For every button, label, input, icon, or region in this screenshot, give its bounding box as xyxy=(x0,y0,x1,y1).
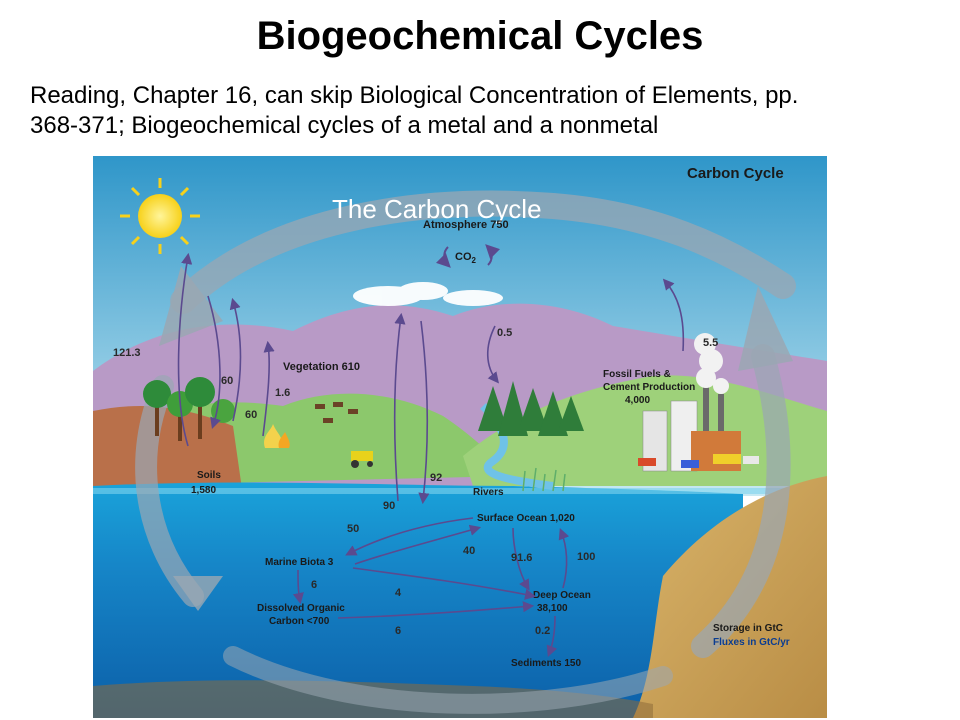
cycle-arrow-top xyxy=(170,190,796,314)
cows xyxy=(315,402,358,423)
cloud xyxy=(353,282,503,306)
flux-arrow-deep-to-surface xyxy=(558,528,570,589)
flux-arrow-ocean-down xyxy=(418,320,430,505)
flux-label: 6 xyxy=(311,579,317,591)
flux-arrow-landuse xyxy=(262,340,275,437)
legend-storage: Storage in GtC xyxy=(713,623,783,634)
atmosphere-label: Atmosphere 750 xyxy=(423,219,509,231)
flux-label: 1.6 xyxy=(275,387,290,399)
flux-label: 40 xyxy=(463,545,475,557)
fossil-label-line1: Fossil Fuels & xyxy=(603,369,671,380)
flux-arrow-fossil xyxy=(662,278,685,352)
co2-subscript: 2 xyxy=(472,256,477,265)
slide-title: Biogeochemical Cycles xyxy=(256,14,704,58)
cars xyxy=(638,454,759,468)
box-title: Carbon Cycle xyxy=(687,165,784,182)
flux-arrow-biota-to-deep xyxy=(352,567,537,600)
fire-icon xyxy=(264,424,290,448)
flux-arrow-surface-to-biota xyxy=(345,517,474,556)
slide-subtitle-line1: Reading, Chapter 16, can skip Biological… xyxy=(30,82,799,109)
svg-text:CO2: CO2 xyxy=(455,251,477,265)
flux-arrow-biota-to-doc xyxy=(292,569,304,605)
flux-arrow-atm-to-veg xyxy=(207,295,221,430)
tractor-icon xyxy=(351,451,373,468)
flux-label: 6 xyxy=(395,625,401,637)
cycle-arrow-bottom xyxy=(223,646,673,714)
rivers-label: Rivers xyxy=(473,487,504,498)
sun-icon xyxy=(120,178,200,254)
co2-label: CO xyxy=(455,251,472,263)
flux-label: 0.5 xyxy=(497,327,512,339)
flux-arrow-ocean-up xyxy=(393,312,406,502)
surface-ocean-label: Surface Ocean 1,020 xyxy=(477,513,575,524)
deep-ocean-value: 38,100 xyxy=(537,603,568,614)
marine-biota-label: Marine Biota 3 xyxy=(265,557,334,568)
flux-label: 100 xyxy=(577,551,595,563)
smoke xyxy=(694,333,729,394)
flux-arrow-deep-to-sediment xyxy=(546,615,558,657)
legend-fluxes: Fluxes in GtC/yr xyxy=(713,637,790,648)
fossil-label-line2: Cement Production xyxy=(603,382,695,393)
sediments-label: Sediments 150 xyxy=(511,658,581,669)
flux-arrow-biota-to-surface xyxy=(354,524,482,565)
cycle-arrow-left xyxy=(135,375,204,607)
deep-ocean-label: Deep Ocean xyxy=(533,590,591,601)
flux-label: 92 xyxy=(430,472,442,484)
soils-value: 1,580 xyxy=(191,485,216,496)
flux-arrow-river xyxy=(486,325,499,384)
pine-forest xyxy=(478,381,584,436)
flux-label: 121.3 xyxy=(113,347,141,359)
flux-arrow-veg-to-atm xyxy=(229,297,242,422)
vegetation-label: Vegetation 610 xyxy=(283,361,360,373)
flux-arrow-soil-to-atm xyxy=(177,252,193,447)
soils-label: Soils xyxy=(197,470,221,481)
forest-left xyxy=(143,377,235,441)
soil-block xyxy=(93,406,243,496)
flux-label: 50 xyxy=(347,523,359,535)
dissolved-label-line1: Dissolved Organic xyxy=(257,603,345,614)
slide-subtitle-line2: 368-371; Biogeochemical cycles of a meta… xyxy=(30,112,659,139)
fossil-value: 4,000 xyxy=(625,395,650,406)
flux-arrow-doc-to-deep xyxy=(337,601,535,619)
co2-icon: CO2 xyxy=(435,244,501,268)
flux-label: 5.5 xyxy=(703,337,718,349)
wetland-grass xyxy=(522,467,566,492)
flux-label: 0.2 xyxy=(535,625,550,637)
cycle-arrow-right xyxy=(691,344,791,658)
dissolved-label-line2: Carbon <700 xyxy=(269,616,330,627)
city-factory xyxy=(642,333,741,472)
flux-label: 60 xyxy=(245,409,257,421)
carbon-cycle-figure: Carbon Cycle The Carbon Cycle Atmosphere… xyxy=(93,156,827,718)
overlay-title: The Carbon Cycle xyxy=(332,194,542,224)
flux-arrow-surface-to-deep xyxy=(512,527,530,591)
flux-label: 4 xyxy=(395,587,402,599)
flux-label: 91.6 xyxy=(511,552,532,564)
flux-label: 90 xyxy=(383,500,395,512)
flux-label: 60 xyxy=(221,375,233,387)
